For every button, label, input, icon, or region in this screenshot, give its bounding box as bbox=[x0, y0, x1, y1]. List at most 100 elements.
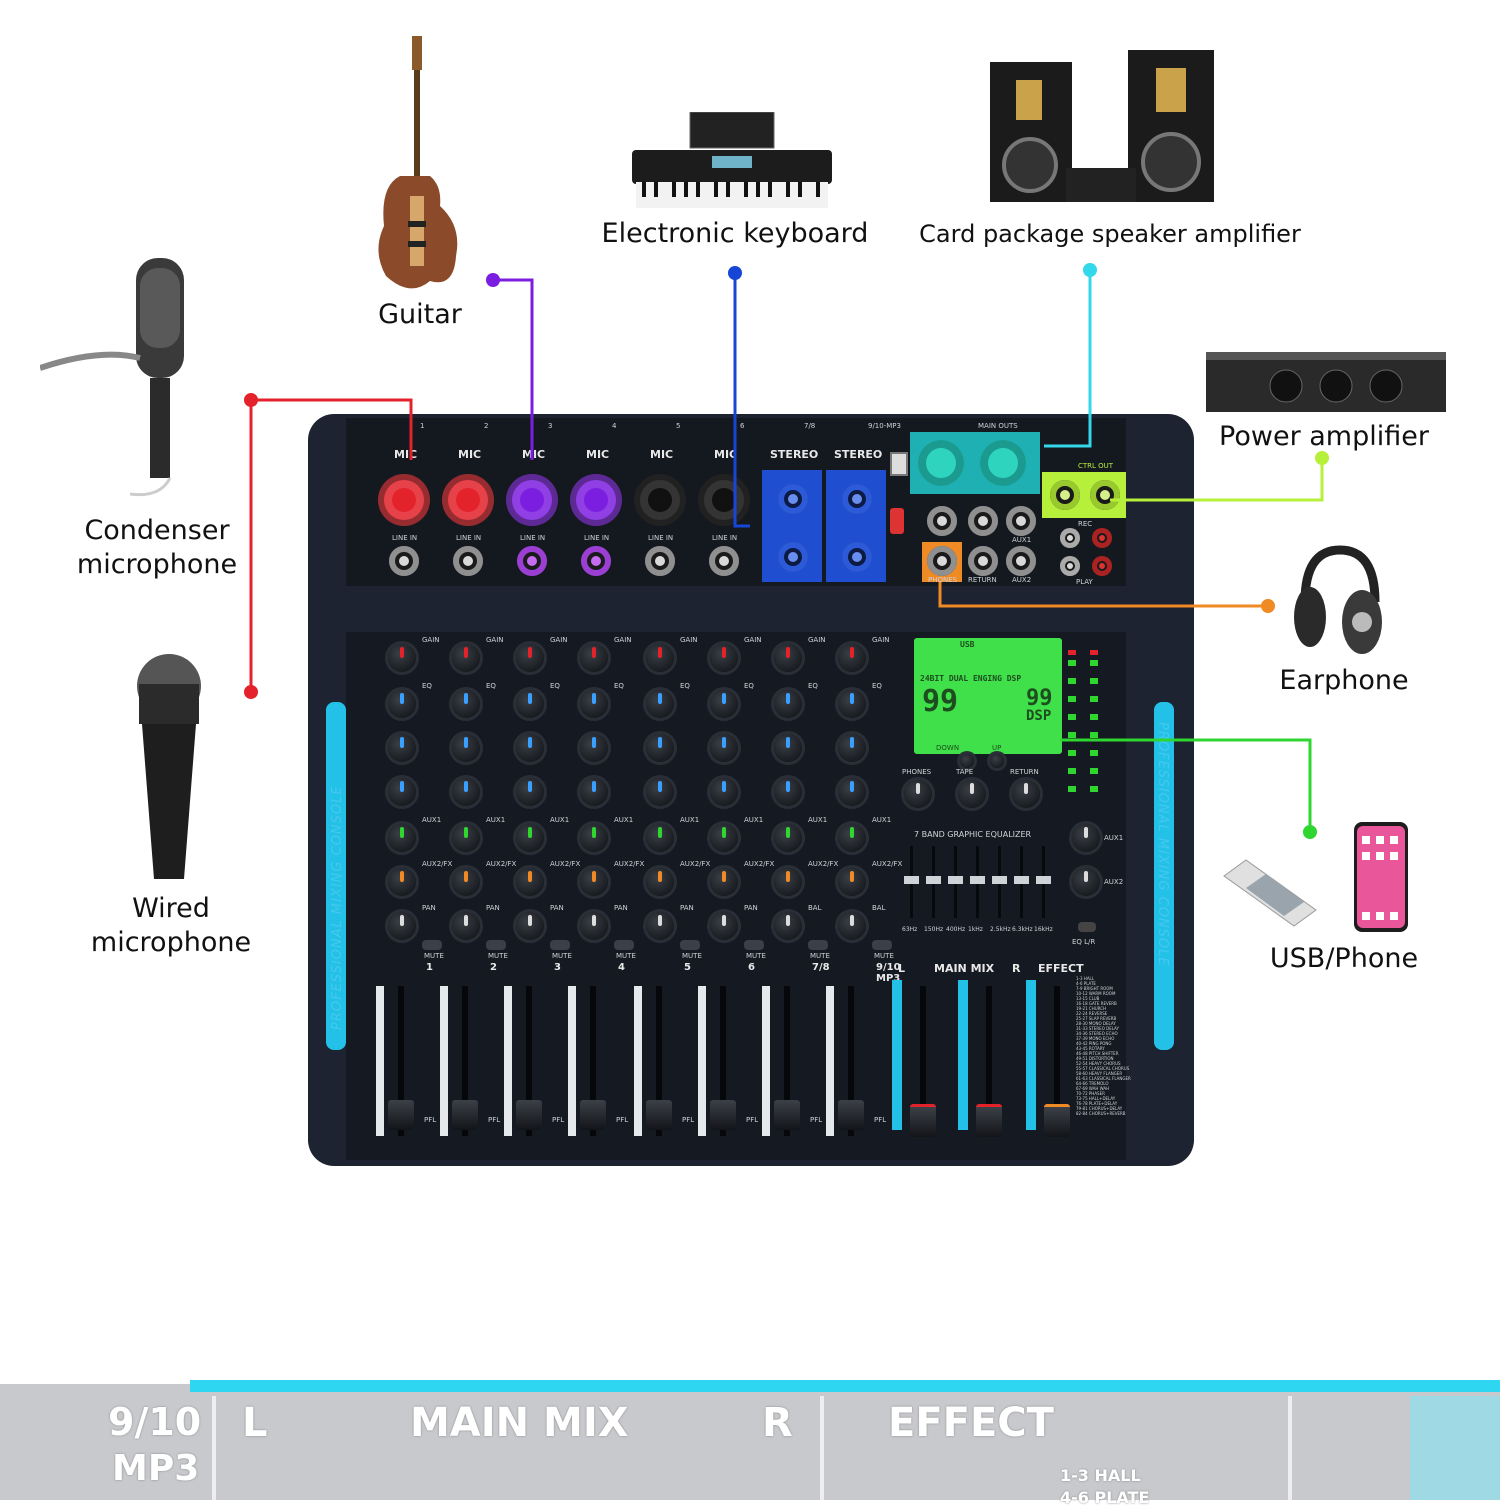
eq-band-knob[interactable] bbox=[452, 778, 480, 806]
gain-knob[interactable] bbox=[388, 644, 416, 672]
aux2fx-knob[interactable] bbox=[646, 868, 674, 896]
phones-jack[interactable] bbox=[927, 546, 957, 576]
aux2-jack[interactable] bbox=[1006, 546, 1036, 576]
gain-knob[interactable] bbox=[710, 644, 738, 672]
mute-button[interactable] bbox=[872, 940, 892, 950]
pan-knob[interactable] bbox=[580, 912, 608, 940]
gain-knob[interactable] bbox=[452, 644, 480, 672]
gain-knob[interactable] bbox=[646, 644, 674, 672]
mute-button[interactable] bbox=[614, 940, 634, 950]
eq-knob[interactable] bbox=[452, 690, 480, 718]
geq-slider[interactable] bbox=[948, 876, 963, 884]
ctrl-out-left-jack[interactable] bbox=[1050, 480, 1080, 510]
eq-knob[interactable] bbox=[580, 690, 608, 718]
mute-button[interactable] bbox=[680, 940, 700, 950]
aux1-knob[interactable] bbox=[516, 824, 544, 852]
aux1-knob[interactable] bbox=[838, 824, 866, 852]
eq-band-knob[interactable] bbox=[646, 734, 674, 762]
main-out-right-xlr[interactable] bbox=[980, 440, 1026, 486]
pan-knob[interactable] bbox=[516, 912, 544, 940]
gain-knob[interactable] bbox=[774, 644, 802, 672]
geq-slider[interactable] bbox=[1014, 876, 1029, 884]
eq-band-knob[interactable] bbox=[710, 734, 738, 762]
line-in-jack-2[interactable] bbox=[453, 546, 483, 576]
eq-band-knob[interactable] bbox=[388, 778, 416, 806]
master-fader[interactable] bbox=[976, 1104, 1002, 1137]
xlr-input-6[interactable] bbox=[698, 474, 750, 526]
aux1-knob[interactable] bbox=[580, 824, 608, 852]
gain-knob[interactable] bbox=[838, 644, 866, 672]
pan-knob[interactable] bbox=[452, 912, 480, 940]
aux2fx-knob[interactable] bbox=[838, 868, 866, 896]
aux2fx-knob[interactable] bbox=[516, 868, 544, 896]
mute-button[interactable] bbox=[744, 940, 764, 950]
channel-fader[interactable] bbox=[774, 1100, 800, 1130]
aux2fx-knob[interactable] bbox=[452, 868, 480, 896]
xlr-input-4[interactable] bbox=[570, 474, 622, 526]
channel-fader[interactable] bbox=[710, 1100, 736, 1130]
master-fader[interactable] bbox=[910, 1104, 936, 1137]
rec-rca-white[interactable] bbox=[1060, 528, 1080, 548]
phantom-power-switch[interactable] bbox=[890, 508, 904, 534]
eq-band-knob[interactable] bbox=[646, 778, 674, 806]
aux2fx-knob[interactable] bbox=[580, 868, 608, 896]
pan-knob[interactable] bbox=[774, 912, 802, 940]
return-jack[interactable] bbox=[968, 546, 998, 576]
eq-band-knob[interactable] bbox=[774, 734, 802, 762]
rec-rca-red[interactable] bbox=[1092, 528, 1112, 548]
play-rca-white[interactable] bbox=[1060, 556, 1080, 576]
return-jack-r[interactable] bbox=[968, 506, 998, 536]
play-rca-red[interactable] bbox=[1092, 556, 1112, 576]
eq-band-knob[interactable] bbox=[838, 778, 866, 806]
master-knob[interactable] bbox=[904, 780, 932, 808]
eq-knob[interactable] bbox=[516, 690, 544, 718]
aux1-jack[interactable] bbox=[1006, 506, 1036, 536]
channel-fader[interactable] bbox=[452, 1100, 478, 1130]
eq-knob[interactable] bbox=[838, 690, 866, 718]
stereo-input-jack[interactable] bbox=[778, 484, 808, 514]
eq-band-knob[interactable] bbox=[388, 734, 416, 762]
aux2fx-knob[interactable] bbox=[388, 868, 416, 896]
aux1-knob[interactable] bbox=[646, 824, 674, 852]
gain-knob[interactable] bbox=[580, 644, 608, 672]
eq-band-knob[interactable] bbox=[774, 778, 802, 806]
preset-up-button[interactable] bbox=[990, 754, 1004, 768]
channel-fader[interactable] bbox=[580, 1100, 606, 1130]
eq-band-knob[interactable] bbox=[452, 734, 480, 762]
xlr-input-3[interactable] bbox=[506, 474, 558, 526]
eq-band-knob[interactable] bbox=[838, 734, 866, 762]
mute-button[interactable] bbox=[550, 940, 570, 950]
channel-fader[interactable] bbox=[388, 1100, 414, 1130]
master-fader[interactable] bbox=[1044, 1104, 1070, 1137]
usb-port[interactable] bbox=[890, 452, 908, 476]
line-in-jack-3[interactable] bbox=[517, 546, 547, 576]
stereo-input-jack[interactable] bbox=[842, 542, 872, 572]
stereo-input-jack[interactable] bbox=[842, 484, 872, 514]
pan-knob[interactable] bbox=[838, 912, 866, 940]
line-in-jack-6[interactable] bbox=[709, 546, 739, 576]
gain-knob[interactable] bbox=[516, 644, 544, 672]
geq-slider[interactable] bbox=[1036, 876, 1051, 884]
mute-button[interactable] bbox=[808, 940, 828, 950]
master-knob[interactable] bbox=[958, 780, 986, 808]
eq-knob[interactable] bbox=[646, 690, 674, 718]
pan-knob[interactable] bbox=[710, 912, 738, 940]
geq-slider[interactable] bbox=[992, 876, 1007, 884]
aux2fx-knob[interactable] bbox=[774, 868, 802, 896]
eq-band-knob[interactable] bbox=[710, 778, 738, 806]
aux1-knob[interactable] bbox=[388, 824, 416, 852]
ctrl-out-right-jack[interactable] bbox=[1090, 480, 1120, 510]
line-in-jack-5[interactable] bbox=[645, 546, 675, 576]
eq-lr-switch[interactable] bbox=[1078, 922, 1096, 932]
aux1-knob[interactable] bbox=[710, 824, 738, 852]
aux1-knob[interactable] bbox=[452, 824, 480, 852]
channel-fader[interactable] bbox=[646, 1100, 672, 1130]
pan-knob[interactable] bbox=[646, 912, 674, 940]
main-out-left-xlr[interactable] bbox=[918, 440, 964, 486]
geq-slider[interactable] bbox=[970, 876, 985, 884]
master-knob[interactable] bbox=[1012, 780, 1040, 808]
eq-knob[interactable] bbox=[710, 690, 738, 718]
pan-knob[interactable] bbox=[388, 912, 416, 940]
xlr-input-5[interactable] bbox=[634, 474, 686, 526]
mute-button[interactable] bbox=[486, 940, 506, 950]
